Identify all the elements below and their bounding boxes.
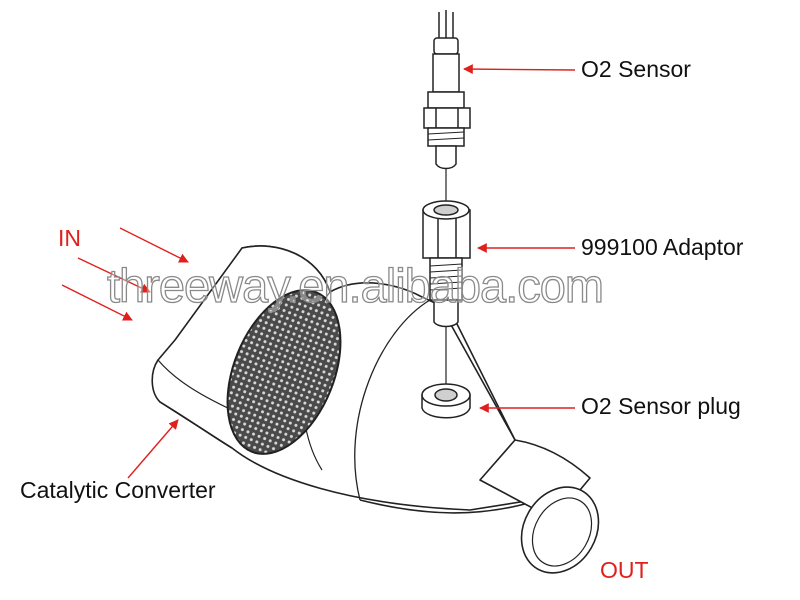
label-o2-sensor: O2 Sensor [581,56,691,82]
label-catalytic-converter: Catalytic Converter [20,477,216,503]
sensor-plug-part [421,383,471,419]
leader-arrows [61,64,576,479]
arrow-catalytic [127,419,179,479]
watermark-text: threeway.en.alibaba.com [106,258,604,312]
o2-sensor-part [423,10,471,170]
label-inlet: IN [58,225,81,251]
label-adaptor: 999100 Adaptor [581,234,744,260]
label-outlet: OUT [600,557,649,583]
honeycomb-mesh [226,289,342,455]
adaptor-part [422,200,471,328]
label-sensor-plug: O2 Sensor plug [581,393,741,419]
arrow-in-2 [77,257,151,293]
arrow-o2-sensor [463,64,576,74]
arrow-in-1 [119,227,189,263]
arrow-in-3 [61,284,133,321]
